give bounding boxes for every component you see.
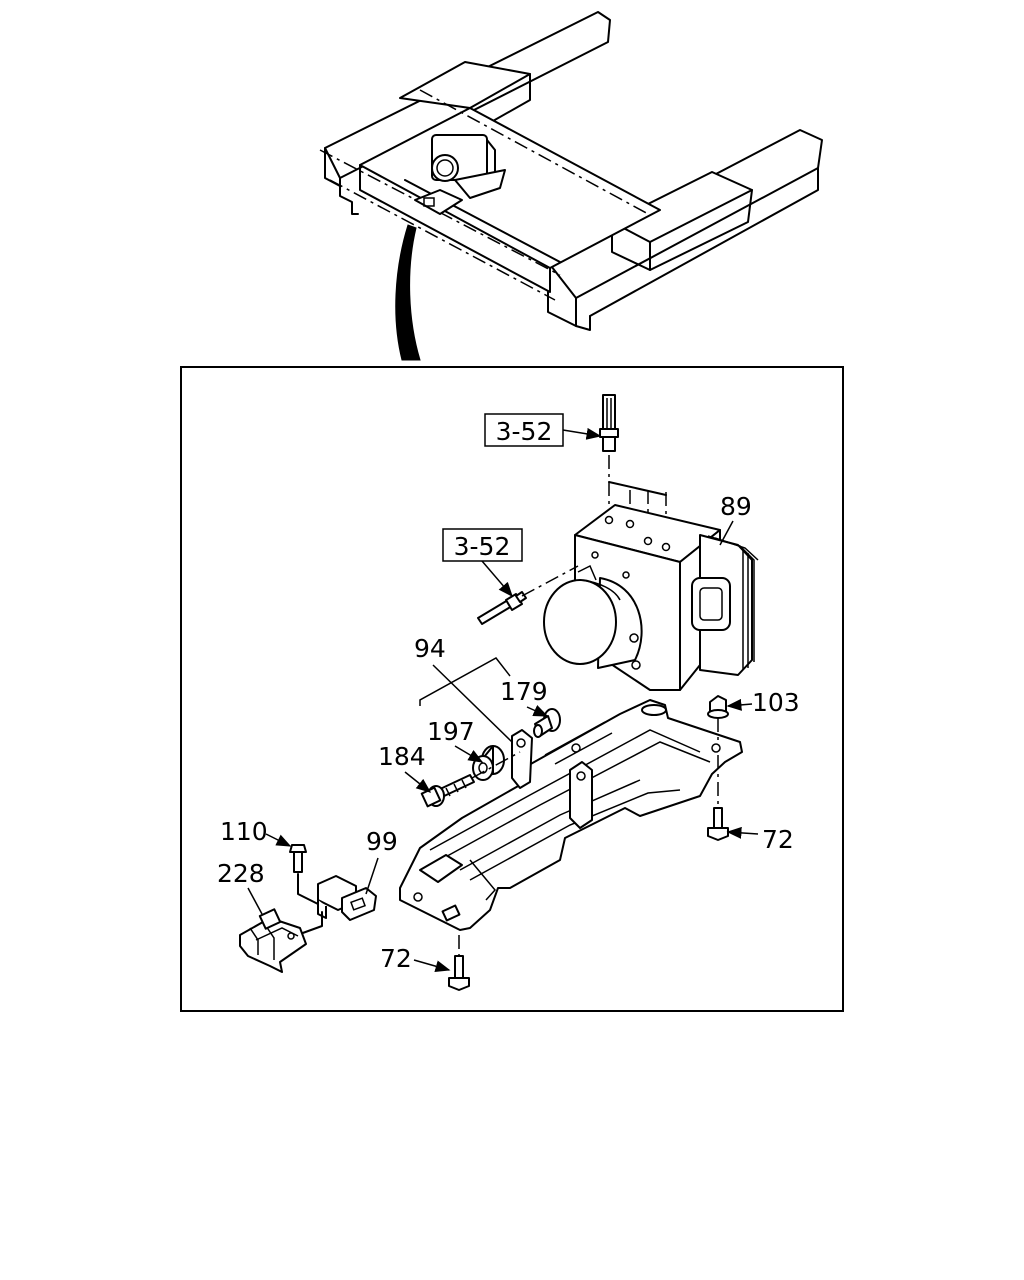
bolt-top: [599, 394, 619, 452]
part-99-sensor: [317, 875, 377, 921]
part-110-bolt: [289, 844, 307, 873]
part-179-pin: [533, 708, 561, 738]
part-72-bottom-bolt: [448, 955, 470, 991]
part-103-nut: [707, 695, 729, 719]
label-99: 99: [366, 827, 398, 856]
callout-ref-left: 3-52: [442, 528, 523, 598]
callout-ref-top: 3-52: [484, 413, 602, 447]
label-197: 197: [427, 717, 475, 746]
detail-pointer-arrow: [395, 224, 421, 361]
label-179: 179: [500, 677, 548, 706]
label-228: 228: [217, 859, 265, 888]
label-103: 103: [752, 688, 800, 717]
part-72-right-bolt: [707, 807, 729, 841]
label-89: 89: [720, 492, 752, 521]
label-94: 94: [414, 634, 446, 663]
detail-frame: [180, 366, 844, 1012]
callout-ref-top-text: 3-52: [496, 417, 553, 446]
label-184: 184: [378, 742, 426, 771]
bolt-left: [477, 591, 527, 625]
label-72-bottom: 72: [380, 944, 412, 973]
mounting-bracket: [399, 699, 743, 931]
label-72-right: 72: [762, 825, 794, 854]
hydraulic-modulator: [543, 504, 759, 691]
part-228-cover: [239, 908, 307, 973]
callout-ref-left-text: 3-52: [454, 532, 511, 561]
label-110: 110: [220, 817, 268, 846]
chassis-frame-overview: [319, 11, 823, 331]
part-184-bolt: [420, 774, 475, 808]
